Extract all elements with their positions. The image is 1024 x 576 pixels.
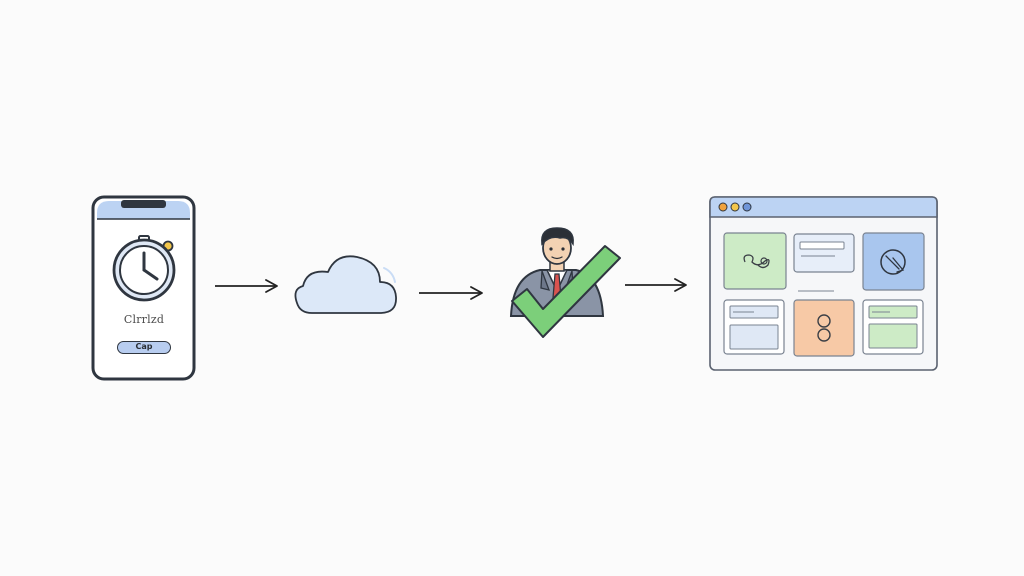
cloud-icon <box>294 255 397 314</box>
window-dot-blue <box>742 202 752 212</box>
stopwatch-icon <box>112 235 176 302</box>
dashboard-tile-text <box>793 233 855 273</box>
phone-cap-button[interactable]: Cap <box>117 341 171 354</box>
window-dot-orange <box>718 202 728 212</box>
compass-icon <box>880 249 906 275</box>
dashboard-tile-orange <box>793 299 855 357</box>
dashboard-tile-blue <box>862 232 925 291</box>
checkmark-icon <box>511 245 621 338</box>
link-icon <box>743 254 770 269</box>
phone-app-label: Clrrlzd <box>123 313 165 326</box>
window-dot-yellow <box>730 202 740 212</box>
browser-window-icon <box>709 196 938 371</box>
dashboard-tile-green <box>723 232 787 290</box>
